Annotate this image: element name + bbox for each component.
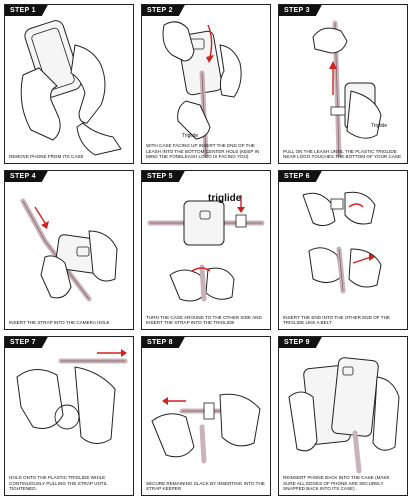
step-1-caption: REMOVE PHONE FROM ITS CASE <box>9 154 84 160</box>
step-2-tag: STEP 2 <box>142 5 185 16</box>
step-9-tag: STEP 9 <box>279 337 322 348</box>
step-7-panel: STEP 7 HOLD ONTO THE PLASTIC TRIGLIDE WH… <box>4 336 134 496</box>
step-5-tag: STEP 5 <box>142 171 185 182</box>
step-7-illustration <box>16 349 128 444</box>
step-8-illustration <box>151 393 261 464</box>
step-8-caption: SECURE REMAINING SLACK BY INSERTING INTO… <box>146 480 265 492</box>
step-9-caption: REINSERT PHONE BACK INTO THE CASE (MAKE … <box>283 475 390 492</box>
step-4-tag: STEP 4 <box>5 171 48 182</box>
step-2-caption: WITH CASE FACING UP INSERT THE END OF TH… <box>146 143 260 160</box>
step-1-illustration <box>20 20 122 156</box>
step-5-triglide-label: triglide <box>208 193 242 204</box>
step-4-panel: STEP 4 INSERT THE STRAP INTO THE CAMERA … <box>4 170 134 330</box>
step-1-panel: STEP 1 REMOVE PHONE FROM ITS CASE <box>4 4 134 164</box>
step-3-caption: PULL ON THE LEASH UNTIL THE PLASTIC TRIG… <box>283 148 402 160</box>
step-6-panel: STEP 6 INSERT THE END INTO THE OTHER END… <box>278 170 408 330</box>
step-3-panel: Triglide STEP 3 PULL ON THE LEASH UNTIL … <box>278 4 408 164</box>
step-5-caption: TURN THE CASE AROUND TO THE OTHER SIDE A… <box>146 314 262 326</box>
step-9-panel: STEP 9 REINSERT PHONE BACK INTO THE CASE… <box>278 336 408 496</box>
step-5-panel: triglide STEP 5 TURN THE CASE AROUND TO … <box>141 170 271 330</box>
step-8-tag: STEP 8 <box>142 337 185 348</box>
step-2-triglide-label: Triglide <box>182 133 199 139</box>
step-6-illustration <box>302 191 382 294</box>
step-4-illustration <box>20 198 118 302</box>
step-6-tag: STEP 6 <box>279 171 322 182</box>
step-2-illustration <box>162 21 242 158</box>
step-5-illustration <box>147 195 265 302</box>
step-7-tag: STEP 7 <box>5 337 48 348</box>
step-1-tag: STEP 1 <box>5 5 48 16</box>
step-3-tag: STEP 3 <box>279 5 322 16</box>
step-3-triglide-label: Triglide <box>371 123 388 129</box>
step-8-panel: STEP 8 SECURE REMAINING SLACK BY INSERTI… <box>141 336 271 496</box>
step-4-caption: INSERT THE STRAP INTO THE CAMERA HOLE <box>9 320 110 326</box>
step-3-illustration <box>312 20 382 158</box>
step-9-illustration <box>288 357 400 474</box>
step-7-caption: HOLD ONTO THE PLASTIC TRIGLIDE WHILE CON… <box>9 475 108 492</box>
step-2-panel: Triglide STEP 2 WITH CASE FACING UP INSE… <box>141 4 271 164</box>
step-6-caption: INSERT THE END INTO THE OTHER END OF THE… <box>283 314 390 326</box>
